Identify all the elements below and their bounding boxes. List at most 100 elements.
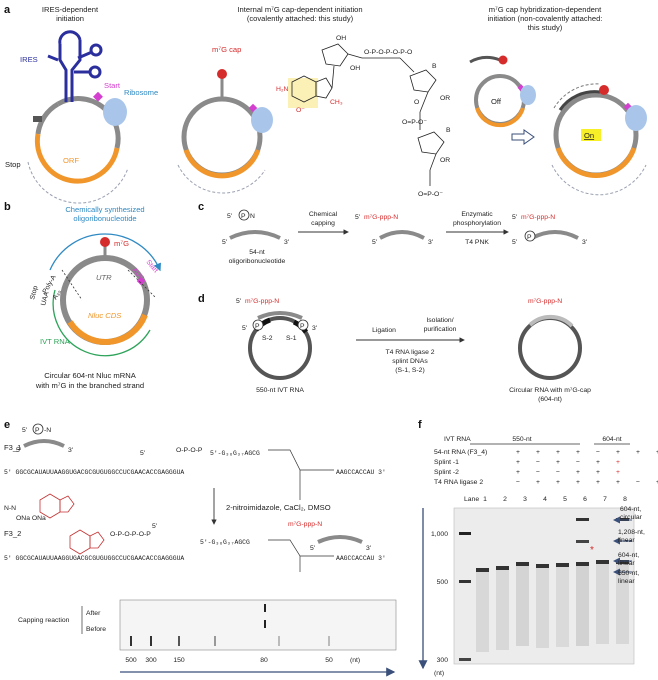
e-five-1: 5' bbox=[22, 427, 27, 434]
ladder-300: 300 bbox=[145, 657, 157, 664]
svg-text:O=P-O⁻: O=P-O⁻ bbox=[402, 119, 427, 126]
svg-text:B: B bbox=[446, 127, 451, 134]
table-cell: + bbox=[636, 449, 640, 456]
lane-number: 6 bbox=[583, 496, 587, 503]
circ-label-2: (604-nt) bbox=[538, 396, 562, 403]
anno-8: linear bbox=[618, 578, 635, 585]
anno-2: circular bbox=[620, 514, 643, 521]
stop-marker bbox=[33, 116, 42, 122]
circ-label-1: Circular RNA with m⁷G-cap bbox=[509, 387, 591, 394]
ladder-50: 50 bbox=[325, 657, 333, 664]
d-m7g-1: m⁷G-ppp-N bbox=[245, 298, 279, 305]
lane-number: 7 bbox=[603, 496, 607, 503]
a30-label: A₃₀ bbox=[52, 289, 63, 301]
svg-text:O=P-O⁻: O=P-O⁻ bbox=[418, 191, 443, 198]
ymark-300: 300 bbox=[437, 657, 449, 664]
c-step2-2: phosphorylation bbox=[453, 220, 501, 227]
cap-icon bbox=[217, 69, 227, 79]
c-five-1: 5' bbox=[222, 239, 227, 246]
m7g-icon bbox=[100, 237, 110, 247]
gel-e bbox=[119, 599, 397, 651]
title-ires-2: initiation bbox=[56, 14, 84, 23]
frag-2: 5'-G₃₆G₃₇AGCG bbox=[200, 539, 250, 546]
ribosome-label: Ribosome bbox=[124, 88, 158, 97]
star-marker: * bbox=[590, 545, 594, 556]
d-five-1: 5' bbox=[236, 298, 241, 305]
table-cell: + bbox=[616, 469, 620, 476]
table-cell: + bbox=[556, 459, 560, 466]
panel-c-label: c bbox=[198, 201, 204, 213]
c-step1-1: Chemical bbox=[309, 211, 338, 218]
c-five-3: 5' bbox=[372, 239, 377, 246]
c-five-2: 5' bbox=[355, 214, 360, 221]
reagent-label: 2-nitroimidazole, CaCl₂, DMSO bbox=[226, 503, 331, 512]
after-label: After bbox=[86, 610, 101, 617]
on-label: On bbox=[584, 131, 594, 140]
panel-a: a IRES-dependent initiation Internal m⁷G… bbox=[4, 4, 647, 204]
caption-b-2: with m⁷G in the branched strand bbox=[35, 381, 144, 390]
table-cell: + bbox=[616, 459, 620, 466]
f-ivt-label: IVT RNA bbox=[444, 436, 471, 443]
c-three-3: 3' bbox=[582, 239, 587, 246]
table-cell: + bbox=[656, 479, 658, 486]
capped-structure-icon bbox=[69, 529, 105, 555]
table-cell: + bbox=[556, 479, 560, 486]
panel-f-label: f bbox=[418, 419, 422, 431]
utr-label: UTR bbox=[96, 273, 112, 282]
svg-text:O⁻: O⁻ bbox=[296, 107, 305, 114]
svg-text:OH: OH bbox=[336, 35, 346, 42]
ribosome-icon bbox=[103, 98, 127, 126]
seq-left-2: 5' GGCGCAUAUUAAGGUGACGCGUGUGGCCUCGAACACC… bbox=[4, 555, 184, 562]
panel-b: b Chemically synthesized oligoribonucleo… bbox=[4, 201, 161, 390]
row-label: Splint -1 bbox=[434, 459, 459, 466]
seq-right-1: AAGCCACCAU 3' bbox=[336, 469, 386, 476]
ivt-rna-label: 550-nt IVT RNA bbox=[256, 387, 304, 394]
svg-text:ONa ONa: ONa ONa bbox=[16, 515, 46, 522]
svg-text:OR: OR bbox=[440, 157, 450, 164]
off-label: Off bbox=[491, 97, 502, 106]
caption-b-1: Circular 604-nt Nluc mRNA bbox=[44, 371, 137, 380]
table-cell: + bbox=[596, 459, 600, 466]
oligo-arc bbox=[49, 233, 161, 272]
e-five-3: 5' bbox=[140, 450, 145, 457]
table-cell: + bbox=[536, 449, 540, 456]
panel-e: e 5' P -N 5' 3' F3_1 5' 5'-G₃₆G₃₇AGCG O-… bbox=[4, 419, 397, 677]
e-three-1: 3' bbox=[68, 447, 73, 454]
title-internal-2: (covalently attached: this study) bbox=[247, 14, 354, 23]
iso-label-2: purification bbox=[424, 326, 457, 333]
table-cell: + bbox=[576, 479, 580, 486]
anno-4: linear bbox=[618, 537, 635, 544]
row-label: Splint -2 bbox=[434, 469, 459, 476]
table-cell: + bbox=[656, 449, 658, 456]
gel-f-bands bbox=[459, 518, 629, 661]
svg-text:P: P bbox=[255, 323, 260, 330]
table-cell: + bbox=[556, 449, 560, 456]
table-cell: + bbox=[616, 449, 620, 456]
e-m7g: m⁷G-ppp-N bbox=[288, 521, 322, 528]
panel-b-label: b bbox=[4, 201, 11, 213]
group-550: 550-nt bbox=[512, 436, 531, 443]
ligase-label-2: splint DNAs bbox=[392, 358, 428, 365]
ymark-500: 500 bbox=[437, 579, 449, 586]
ires-circle: IRES Start Ribosome Stop ORF bbox=[5, 30, 158, 204]
e-five-4: 5' bbox=[152, 523, 157, 530]
c-p-1: P bbox=[241, 213, 246, 220]
c-step2-1: Enzymatic bbox=[461, 211, 493, 218]
table-cell: − bbox=[556, 469, 560, 476]
table-cell: − bbox=[636, 479, 640, 486]
f-unit: (nt) bbox=[434, 670, 444, 677]
seq-right-2: AAGCCACCAU 3' bbox=[336, 555, 386, 562]
table-cell: − bbox=[536, 459, 540, 466]
table-cell: + bbox=[516, 469, 520, 476]
panel-f: f IVT RNA 550-nt 604-nt 54-nt RNA (F3_4)… bbox=[418, 419, 658, 677]
row-label: T4 RNA ligase 2 bbox=[434, 479, 483, 486]
ligase-label-1: T4 RNA ligase 2 bbox=[385, 349, 434, 356]
cap-circle: m⁷G cap bbox=[177, 45, 273, 194]
svg-text:O-P-O-P-O-P: O-P-O-P-O-P bbox=[110, 531, 151, 538]
c-three-2: 3' bbox=[428, 239, 433, 246]
table-cell: − bbox=[596, 449, 600, 456]
table-cell: − bbox=[516, 479, 520, 486]
d-m7g-2: m⁷G-ppp-N bbox=[528, 298, 562, 305]
c-five-p: 5' bbox=[227, 213, 232, 220]
